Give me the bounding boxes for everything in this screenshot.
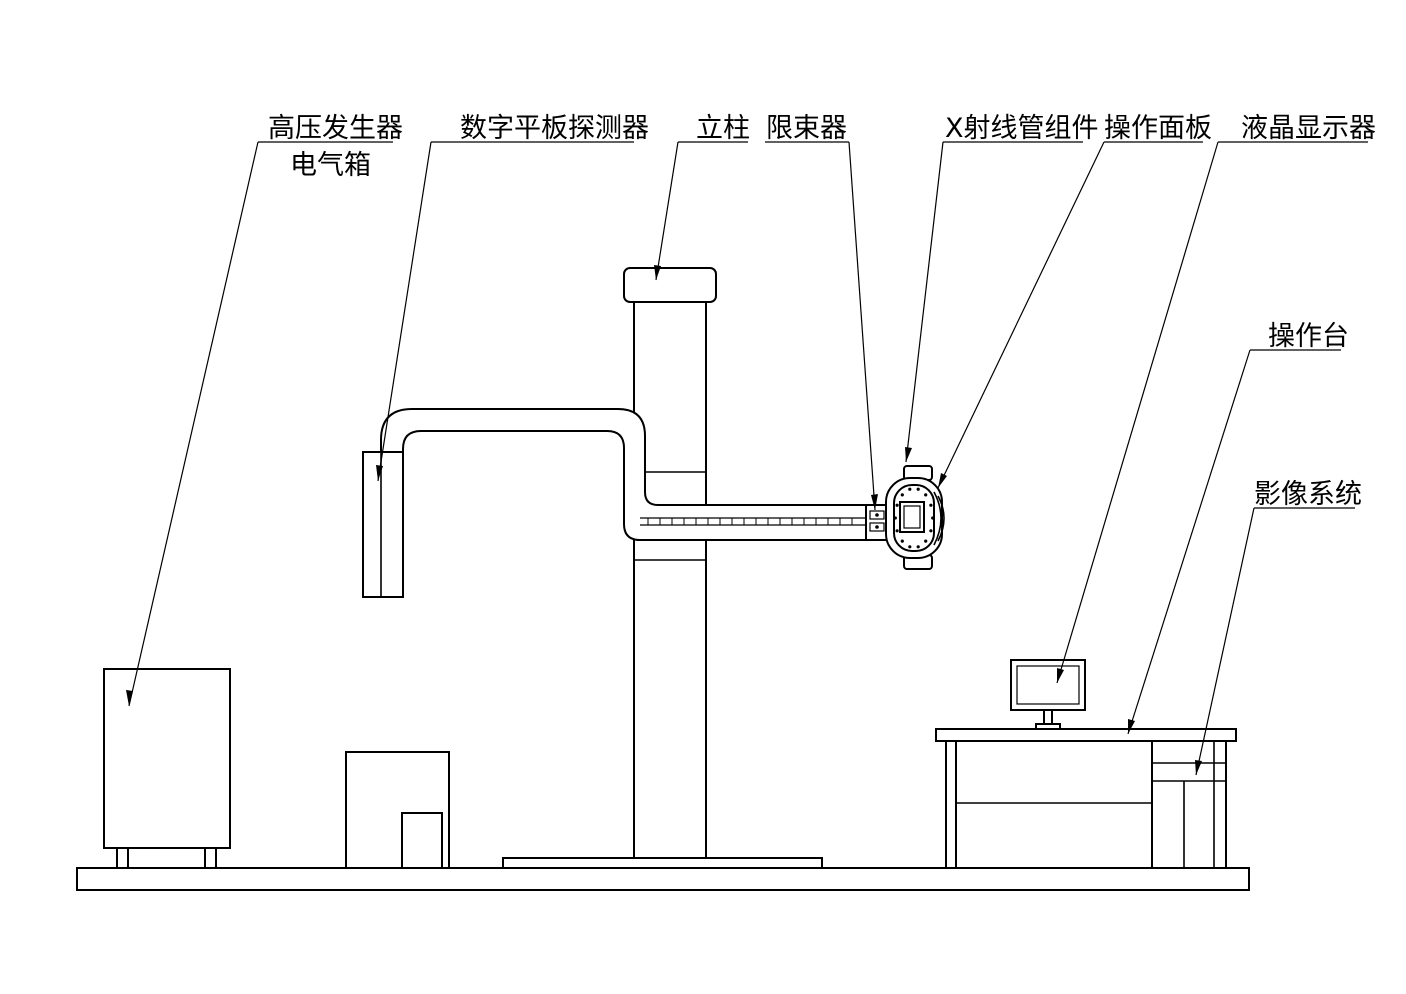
tube-dot [908,487,912,491]
detector-arm [380,408,867,541]
tube-dot [929,529,933,533]
leader-lines [128,141,1368,776]
tube-dot [895,503,899,507]
flat-panel-detector [362,451,404,598]
tube-dot [908,545,912,549]
tube-dot [924,539,928,543]
tube-dot [916,545,920,549]
lcd-monitor [1010,659,1086,730]
label-console: 操作台 [1268,321,1349,352]
tube-dot [924,493,928,497]
label-hv-generator: 高压发生器 [268,113,403,144]
arm-rack [647,518,853,525]
console-desk [935,728,1237,869]
tube-dot [929,503,933,507]
label-operation-panel: 操作面板 [1104,113,1212,144]
arrowheads [126,265,1202,775]
base-platform [76,867,1250,891]
label-lcd-monitor: 液晶显示器 [1241,113,1376,144]
column [502,267,823,869]
tube-dot [931,516,935,520]
xray-tube-dots [893,487,935,549]
tube-dot [900,539,904,543]
label-collimator: 限束器 [766,113,847,144]
small-cabinet [345,751,450,869]
tube-dot [895,529,899,533]
label-imaging-system: 影像系统 [1254,479,1362,510]
collimator [865,504,889,541]
tube-dot [916,487,920,491]
tube-dot [893,516,897,520]
label-xray-tube-assembly: X射线管组件 [945,113,1099,144]
label-flat-panel-detector: 数字平板探测器 [460,113,649,144]
tube-dot [900,493,904,497]
xray-tube-assembly [885,465,945,570]
label-electric-box: 电气箱 [290,150,371,181]
label-column: 立柱 [696,113,750,144]
hv-generator-cabinet [103,668,231,869]
